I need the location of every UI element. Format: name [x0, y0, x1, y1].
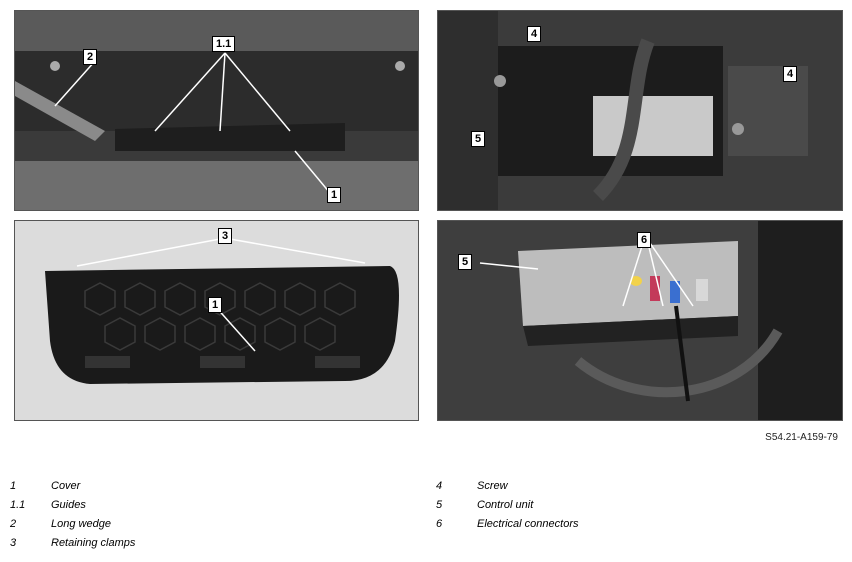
- legend-number: 1.1: [10, 499, 26, 511]
- photo-control-unit-removed: 6 5: [437, 220, 843, 421]
- callout-retaining-clamps: 3: [218, 228, 233, 244]
- callout-screw-right: 4: [783, 66, 798, 82]
- legend-text: Screw: [477, 480, 508, 492]
- callout-guides: 1.1: [212, 36, 236, 52]
- legend-number: 2: [10, 518, 17, 530]
- callout-electrical-connectors: 6: [637, 232, 652, 248]
- callout-lines: [76, 238, 366, 352]
- legend-number: 1: [10, 480, 17, 492]
- callout-control-unit: 5: [458, 254, 473, 270]
- callout-cover: 1: [327, 187, 342, 203]
- legend-text: Control unit: [477, 499, 534, 511]
- callout-cover: 1: [208, 297, 223, 313]
- callout-screw-left: 4: [527, 26, 542, 42]
- callout-lines: [479, 242, 694, 307]
- legend-number: 3: [10, 537, 17, 549]
- callout-long-wedge: 2: [83, 49, 98, 65]
- photo-control-unit-installed-image: [438, 11, 842, 210]
- photo-cover-removal: 1.1 2 1: [14, 10, 419, 211]
- photo-cover-detail-image: [15, 221, 418, 420]
- legend-number: 6: [436, 518, 443, 530]
- legend-text: Retaining clamps: [51, 537, 136, 549]
- legend-text: Guides: [51, 499, 86, 511]
- legend-number: 5: [436, 499, 443, 511]
- legend-number: 4: [436, 480, 443, 492]
- legend-text: Cover: [51, 480, 81, 492]
- figure-id: S54.21-A159-79: [765, 432, 838, 443]
- callout-lines: [54, 52, 331, 194]
- legend-text: Long wedge: [51, 518, 111, 530]
- photo-cover-detail: 3 1: [14, 220, 419, 421]
- photo-control-unit-installed: 4 4 5: [437, 10, 843, 211]
- callout-control-unit: 5: [471, 131, 486, 147]
- legend-text: Electrical connectors: [477, 518, 579, 530]
